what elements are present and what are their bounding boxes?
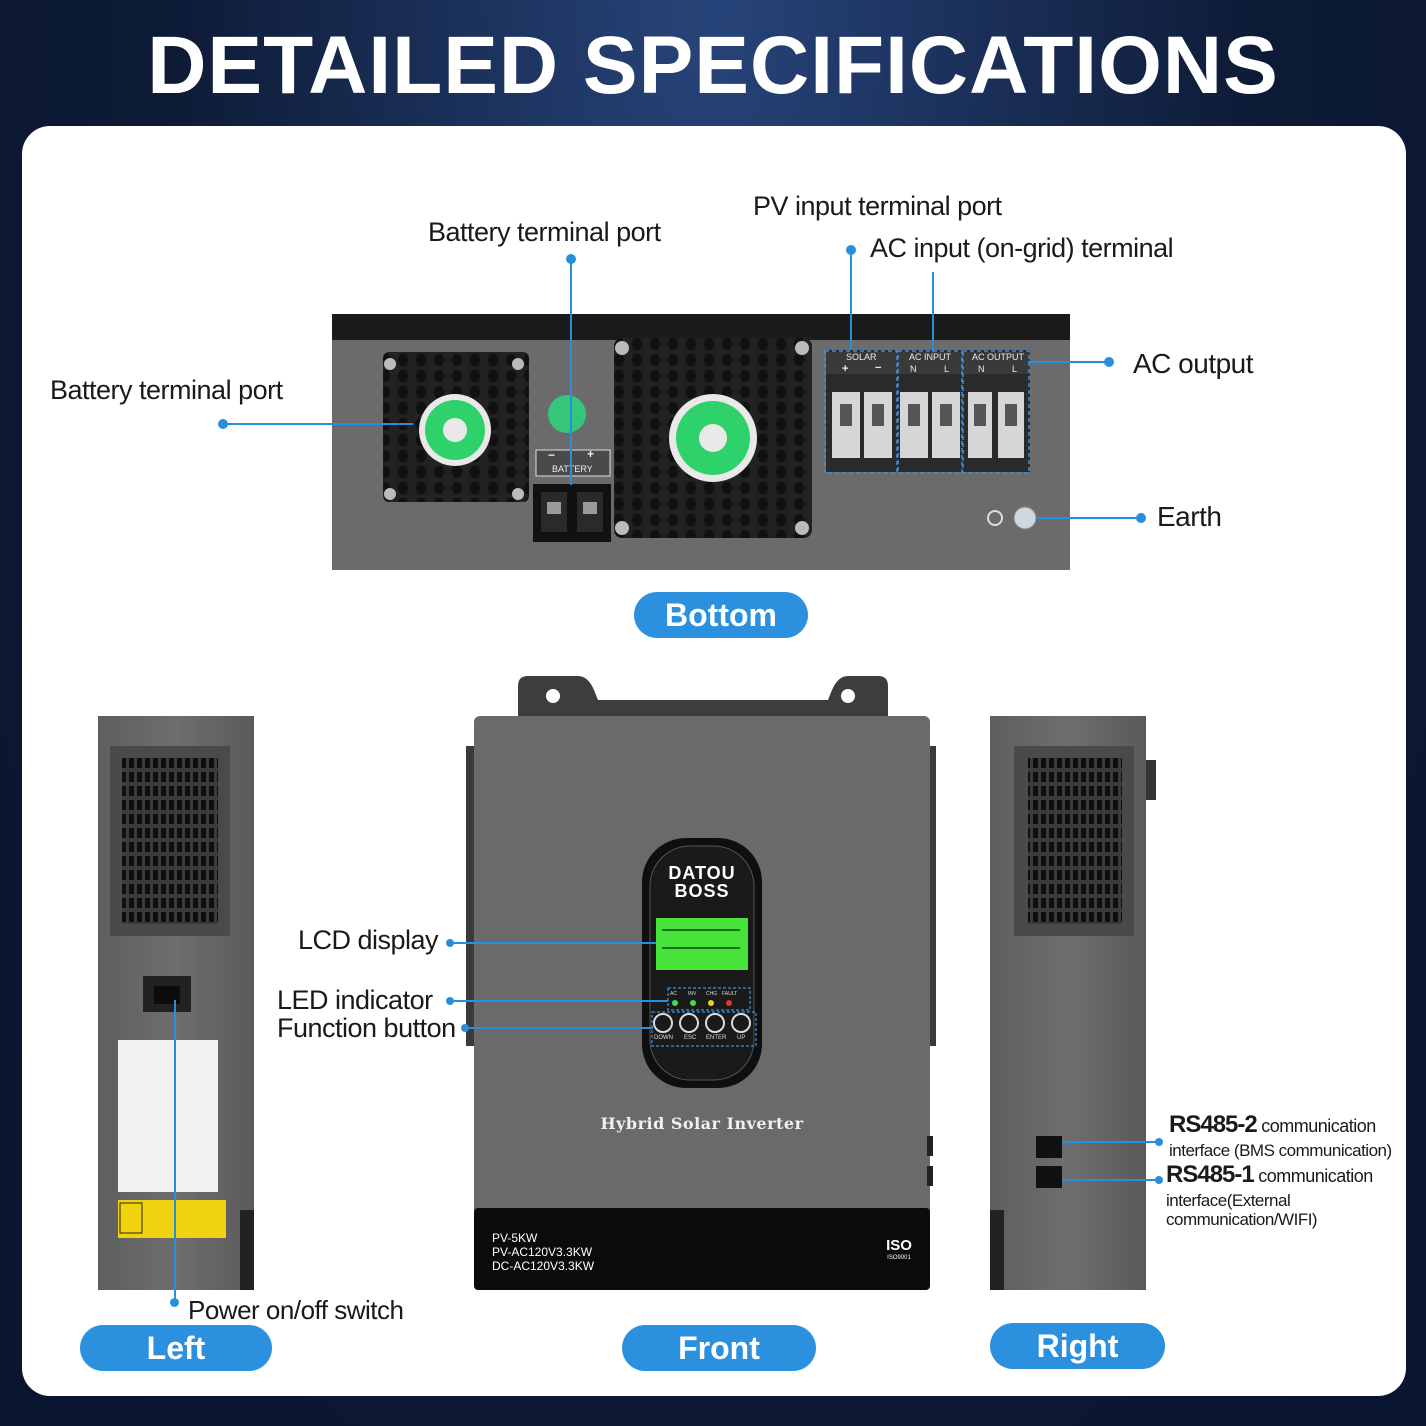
battery-minus: − (548, 448, 556, 462)
button-label-enter: ENTER (706, 1035, 727, 1041)
callout-line (850, 250, 852, 350)
button-label-down: DOWN (654, 1035, 673, 1041)
callout-line (450, 942, 656, 944)
callout-line (174, 1000, 176, 1302)
callout-line (1028, 361, 1108, 363)
ac-output-l: L (1012, 364, 1018, 374)
brand-line-1: DATOU (668, 863, 736, 883)
iso-sub-text: ISO9001 (887, 1255, 911, 1261)
ac-output-label-callout: AC output (1133, 348, 1254, 379)
model-line-3: DC-AC120V3.3KW (492, 1259, 595, 1273)
right-view-pill: Right (990, 1323, 1165, 1369)
led-indicator-label: LED indicator (277, 985, 433, 1015)
battery-label: BATTERY (552, 464, 593, 474)
callout-dot (1136, 513, 1146, 523)
bottom-view-pill: Bottom (634, 592, 808, 638)
callout-line (465, 1027, 653, 1029)
rs485-2-line2: interface (BMS communication) (1169, 1141, 1392, 1160)
callout-line (223, 423, 413, 425)
callout-line (932, 272, 934, 352)
ac-input-n: N (910, 364, 917, 374)
callout-dot (1155, 1176, 1163, 1184)
rs485-2-label: RS485-2 communication interface (BMS com… (1169, 1111, 1392, 1161)
callout-dot (170, 1298, 179, 1307)
ac-output-n: N (978, 364, 985, 374)
solar-minus: − (875, 362, 882, 374)
model-list: PV-5KW PV-AC120V3.3KW DC-AC120V3.3KW (492, 1231, 594, 1273)
callout-line (1062, 1179, 1158, 1181)
callout-dot (1155, 1138, 1163, 1146)
power-switch-label: Power on/off switch (188, 1295, 404, 1325)
ac-input-label: AC INPUT (909, 352, 952, 362)
led-label-fault: FAULT (722, 991, 738, 997)
bottom-view-device (332, 314, 1070, 570)
rs485-1-desc: communication (1253, 1166, 1373, 1186)
iso-badge: ISO ISO9001 (878, 1238, 920, 1262)
brand-logo: DATOU BOSS (662, 864, 742, 900)
rs485-1-line2: interface(External (1166, 1191, 1291, 1210)
product-name: Hybrid Solar Inverter (600, 1114, 804, 1133)
model-line-1: PV-5KW (492, 1231, 538, 1245)
ac-output-label: AC OUTPUT (972, 352, 1025, 362)
callout-dot (1104, 357, 1114, 367)
right-view-device (990, 716, 1156, 1290)
ac-input-l: L (944, 364, 950, 374)
pv-input-label: PV input terminal port (753, 191, 1002, 221)
rs485-2-name: RS485-2 (1169, 1111, 1258, 1138)
page-title: DETAILED SPECIFICATIONS (147, 20, 1279, 111)
callout-line (570, 259, 572, 485)
lcd-display-label: LCD display (298, 925, 439, 955)
battery-terminal-label-top: Battery terminal port (428, 217, 661, 247)
callout-line (1062, 1141, 1158, 1143)
battery-plus: + (587, 447, 595, 461)
solar-plus: + (842, 363, 849, 375)
callout-line (450, 1000, 668, 1002)
led-label-ac: AC (670, 991, 677, 997)
battery-terminal-label-left: Battery terminal port (50, 375, 283, 405)
button-label-up: UP (737, 1035, 746, 1041)
rs485-1-label: RS485-1 communication interface(External… (1166, 1161, 1373, 1230)
front-view-pill: Front (622, 1325, 816, 1371)
led-label-chg: CHG (706, 991, 718, 997)
rs485-2-desc: communication (1256, 1116, 1376, 1136)
left-view-device (98, 716, 254, 1290)
led-label-inv: INV (688, 991, 697, 997)
ac-input-label-callout: AC input (on-grid) terminal (870, 233, 1174, 263)
brand-line-2: BOSS (674, 881, 730, 901)
callout-line (1036, 517, 1138, 519)
iso-text: ISO (886, 1237, 912, 1254)
rs485-1-name: RS485-1 (1166, 1161, 1255, 1188)
front-view-device (466, 676, 936, 1290)
function-button-label: Function button (277, 1013, 456, 1043)
button-label-esc: ESC (684, 1035, 697, 1041)
earth-label: Earth (1157, 501, 1222, 532)
rs485-1-line3: communication/WIFI) (1166, 1210, 1318, 1229)
model-line-2: PV-AC120V3.3KW (492, 1245, 593, 1259)
left-view-pill: Left (80, 1325, 272, 1371)
solar-label: SOLAR (846, 352, 877, 362)
